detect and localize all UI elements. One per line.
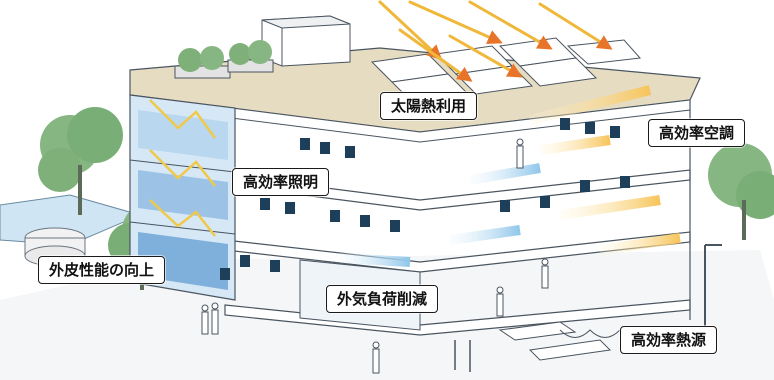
label-efficient-heat-source: 高効率熱源 xyxy=(620,326,718,354)
daylight-arrows xyxy=(149,99,217,237)
roof-garden xyxy=(174,40,274,79)
label-envelope-performance: 外皮性能の向上 xyxy=(38,256,166,284)
air-flows xyxy=(339,85,681,267)
tree-left xyxy=(38,107,123,215)
sun-arrows xyxy=(378,0,613,82)
label-efficient-lighting: 高効率照明 xyxy=(232,168,330,196)
label-outdoor-air-reduction: 外気負荷削減 xyxy=(326,285,439,313)
label-solar-heat: 太陽熱利用 xyxy=(380,92,478,120)
label-efficient-ac: 高効率空調 xyxy=(648,119,746,147)
tree-right xyxy=(708,143,774,240)
people xyxy=(201,138,549,374)
roof-penthouse xyxy=(261,15,351,67)
